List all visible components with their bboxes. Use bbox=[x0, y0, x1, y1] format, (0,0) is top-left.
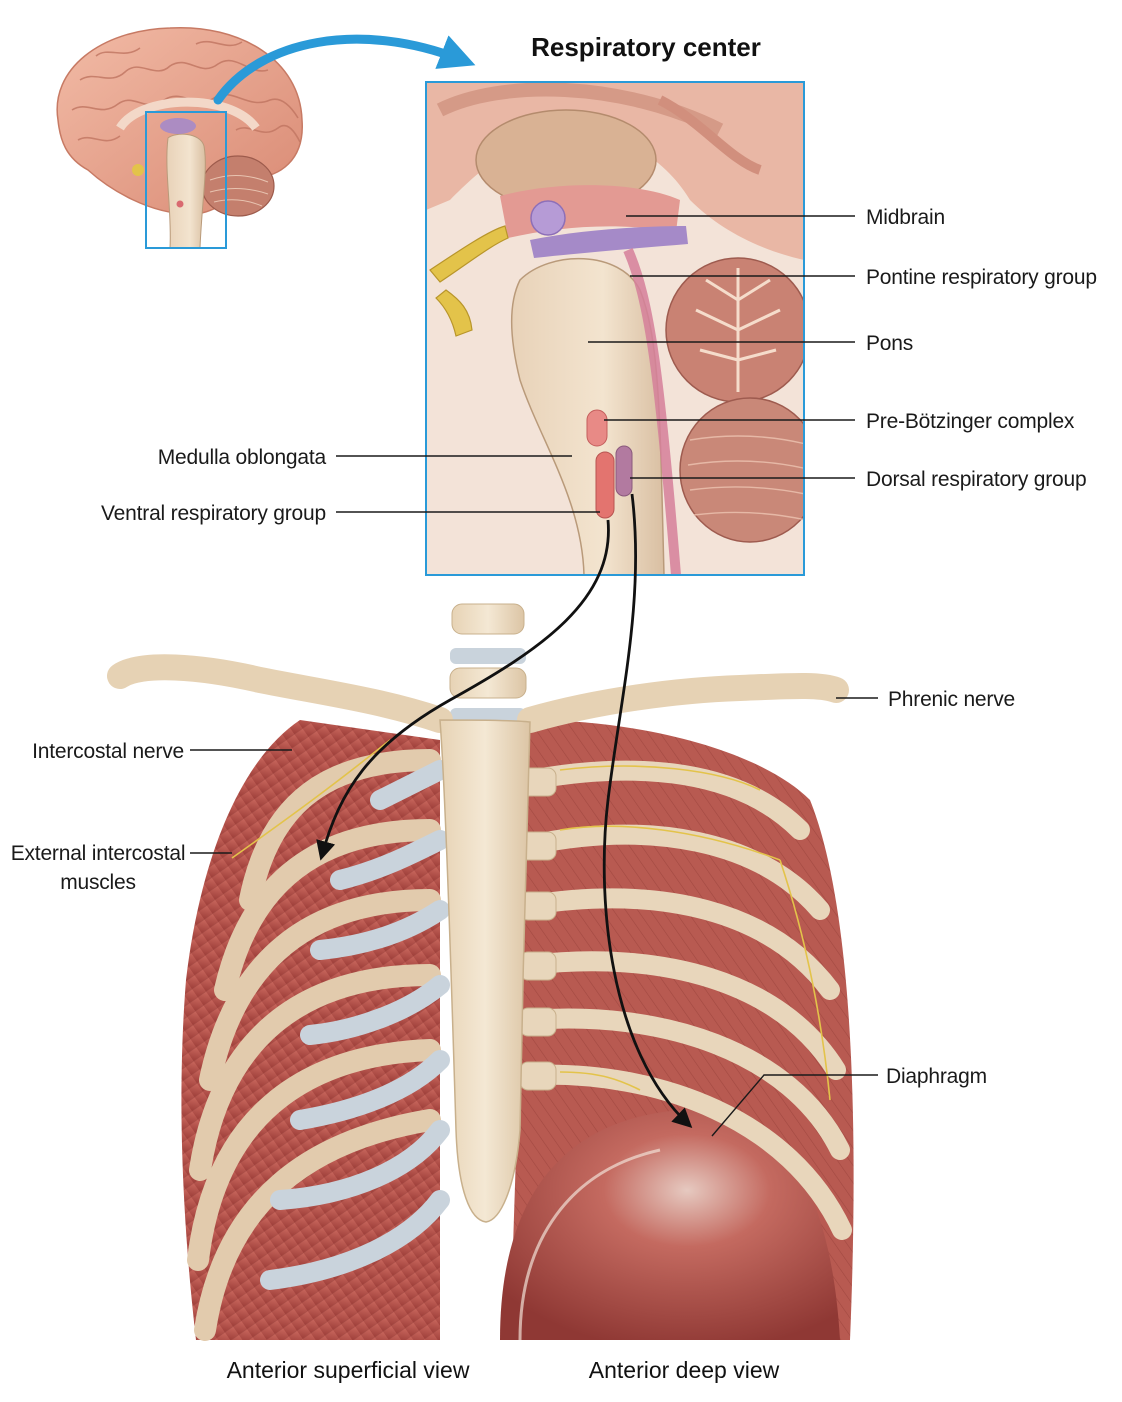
leader-lines bbox=[190, 215, 878, 1137]
label-external-intercostal-line2: muscles bbox=[60, 871, 136, 894]
zoom-panel-frame bbox=[425, 81, 805, 576]
label-pontine-respiratory-group: Pontine respiratory group bbox=[866, 266, 1097, 289]
label-pons: Pons bbox=[866, 332, 913, 355]
label-medulla-oblongata: Medulla oblongata bbox=[158, 446, 327, 469]
pre-botzinger-nucleus bbox=[586, 409, 608, 447]
ventral-pathway-arrow bbox=[316, 519, 610, 861]
dorsal-pathway-arrow bbox=[602, 493, 693, 1129]
label-external-intercostal-line1: External intercostal bbox=[11, 842, 186, 865]
label-intercostal-nerve: Intercostal nerve bbox=[32, 740, 184, 763]
caption-anterior-superficial-view: Anterior superficial view bbox=[227, 1357, 470, 1383]
label-diaphragm: Diaphragm bbox=[886, 1065, 987, 1088]
dorsal-respiratory-nucleus bbox=[615, 445, 633, 497]
label-pre-botzinger-complex: Pre-Bötzinger complex bbox=[866, 410, 1075, 433]
ventral-respiratory-nucleus bbox=[595, 451, 615, 519]
caption-anterior-deep-view: Anterior deep view bbox=[589, 1357, 780, 1383]
brainstem-highlight-box bbox=[145, 111, 227, 249]
ribcage-illustration bbox=[107, 603, 854, 1341]
diaphragm-dome bbox=[500, 1109, 840, 1340]
respiratory-center-panel bbox=[426, 82, 804, 575]
sternum bbox=[439, 719, 531, 1223]
label-phrenic-nerve: Phrenic nerve bbox=[888, 688, 1015, 711]
diagram-title: Respiratory center bbox=[531, 32, 761, 62]
label-dorsal-respiratory-group: Dorsal respiratory group bbox=[866, 468, 1086, 491]
zoom-arrow bbox=[213, 34, 476, 105]
label-midbrain: Midbrain bbox=[866, 206, 945, 229]
label-ventral-respiratory-group: Ventral respiratory group bbox=[101, 502, 326, 525]
